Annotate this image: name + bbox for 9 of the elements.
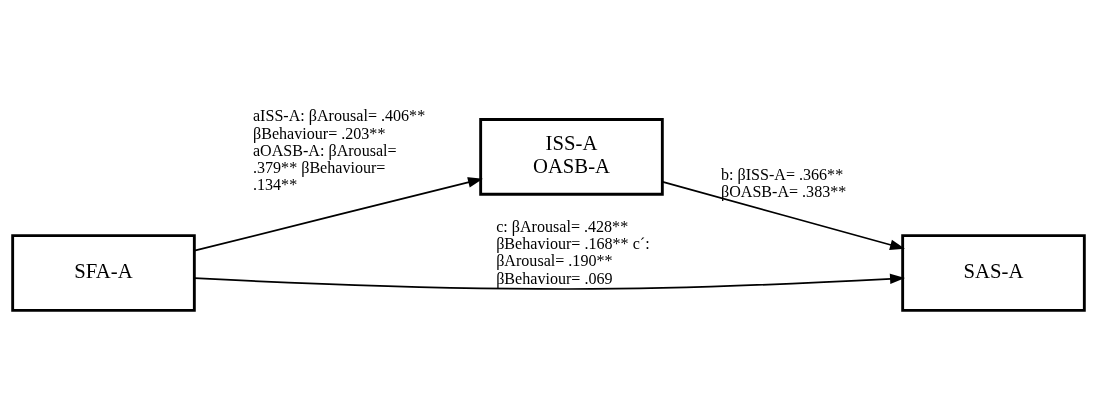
arrow: [193, 177, 483, 252]
arrow: [193, 273, 905, 290]
node-box: SFA-A: [11, 234, 196, 312]
edge-label: c: βArousal= .428** βBehaviour= .168** c´: βArousal= .190** βBehaviour= .069: [496, 217, 650, 287]
node-box: ISS-A OASB-A: [479, 118, 664, 196]
edge-label: aISS-A: βArousal= .406** βBehaviour= .203** aOASB-A: βArousal= .379** βBehaviour= .134**: [252, 107, 426, 194]
node-box: SAS-A: [901, 234, 1086, 312]
edge-label: b: βISS-A= .366** βOASB-A= .383**: [720, 166, 847, 201]
arrow: [661, 180, 905, 250]
